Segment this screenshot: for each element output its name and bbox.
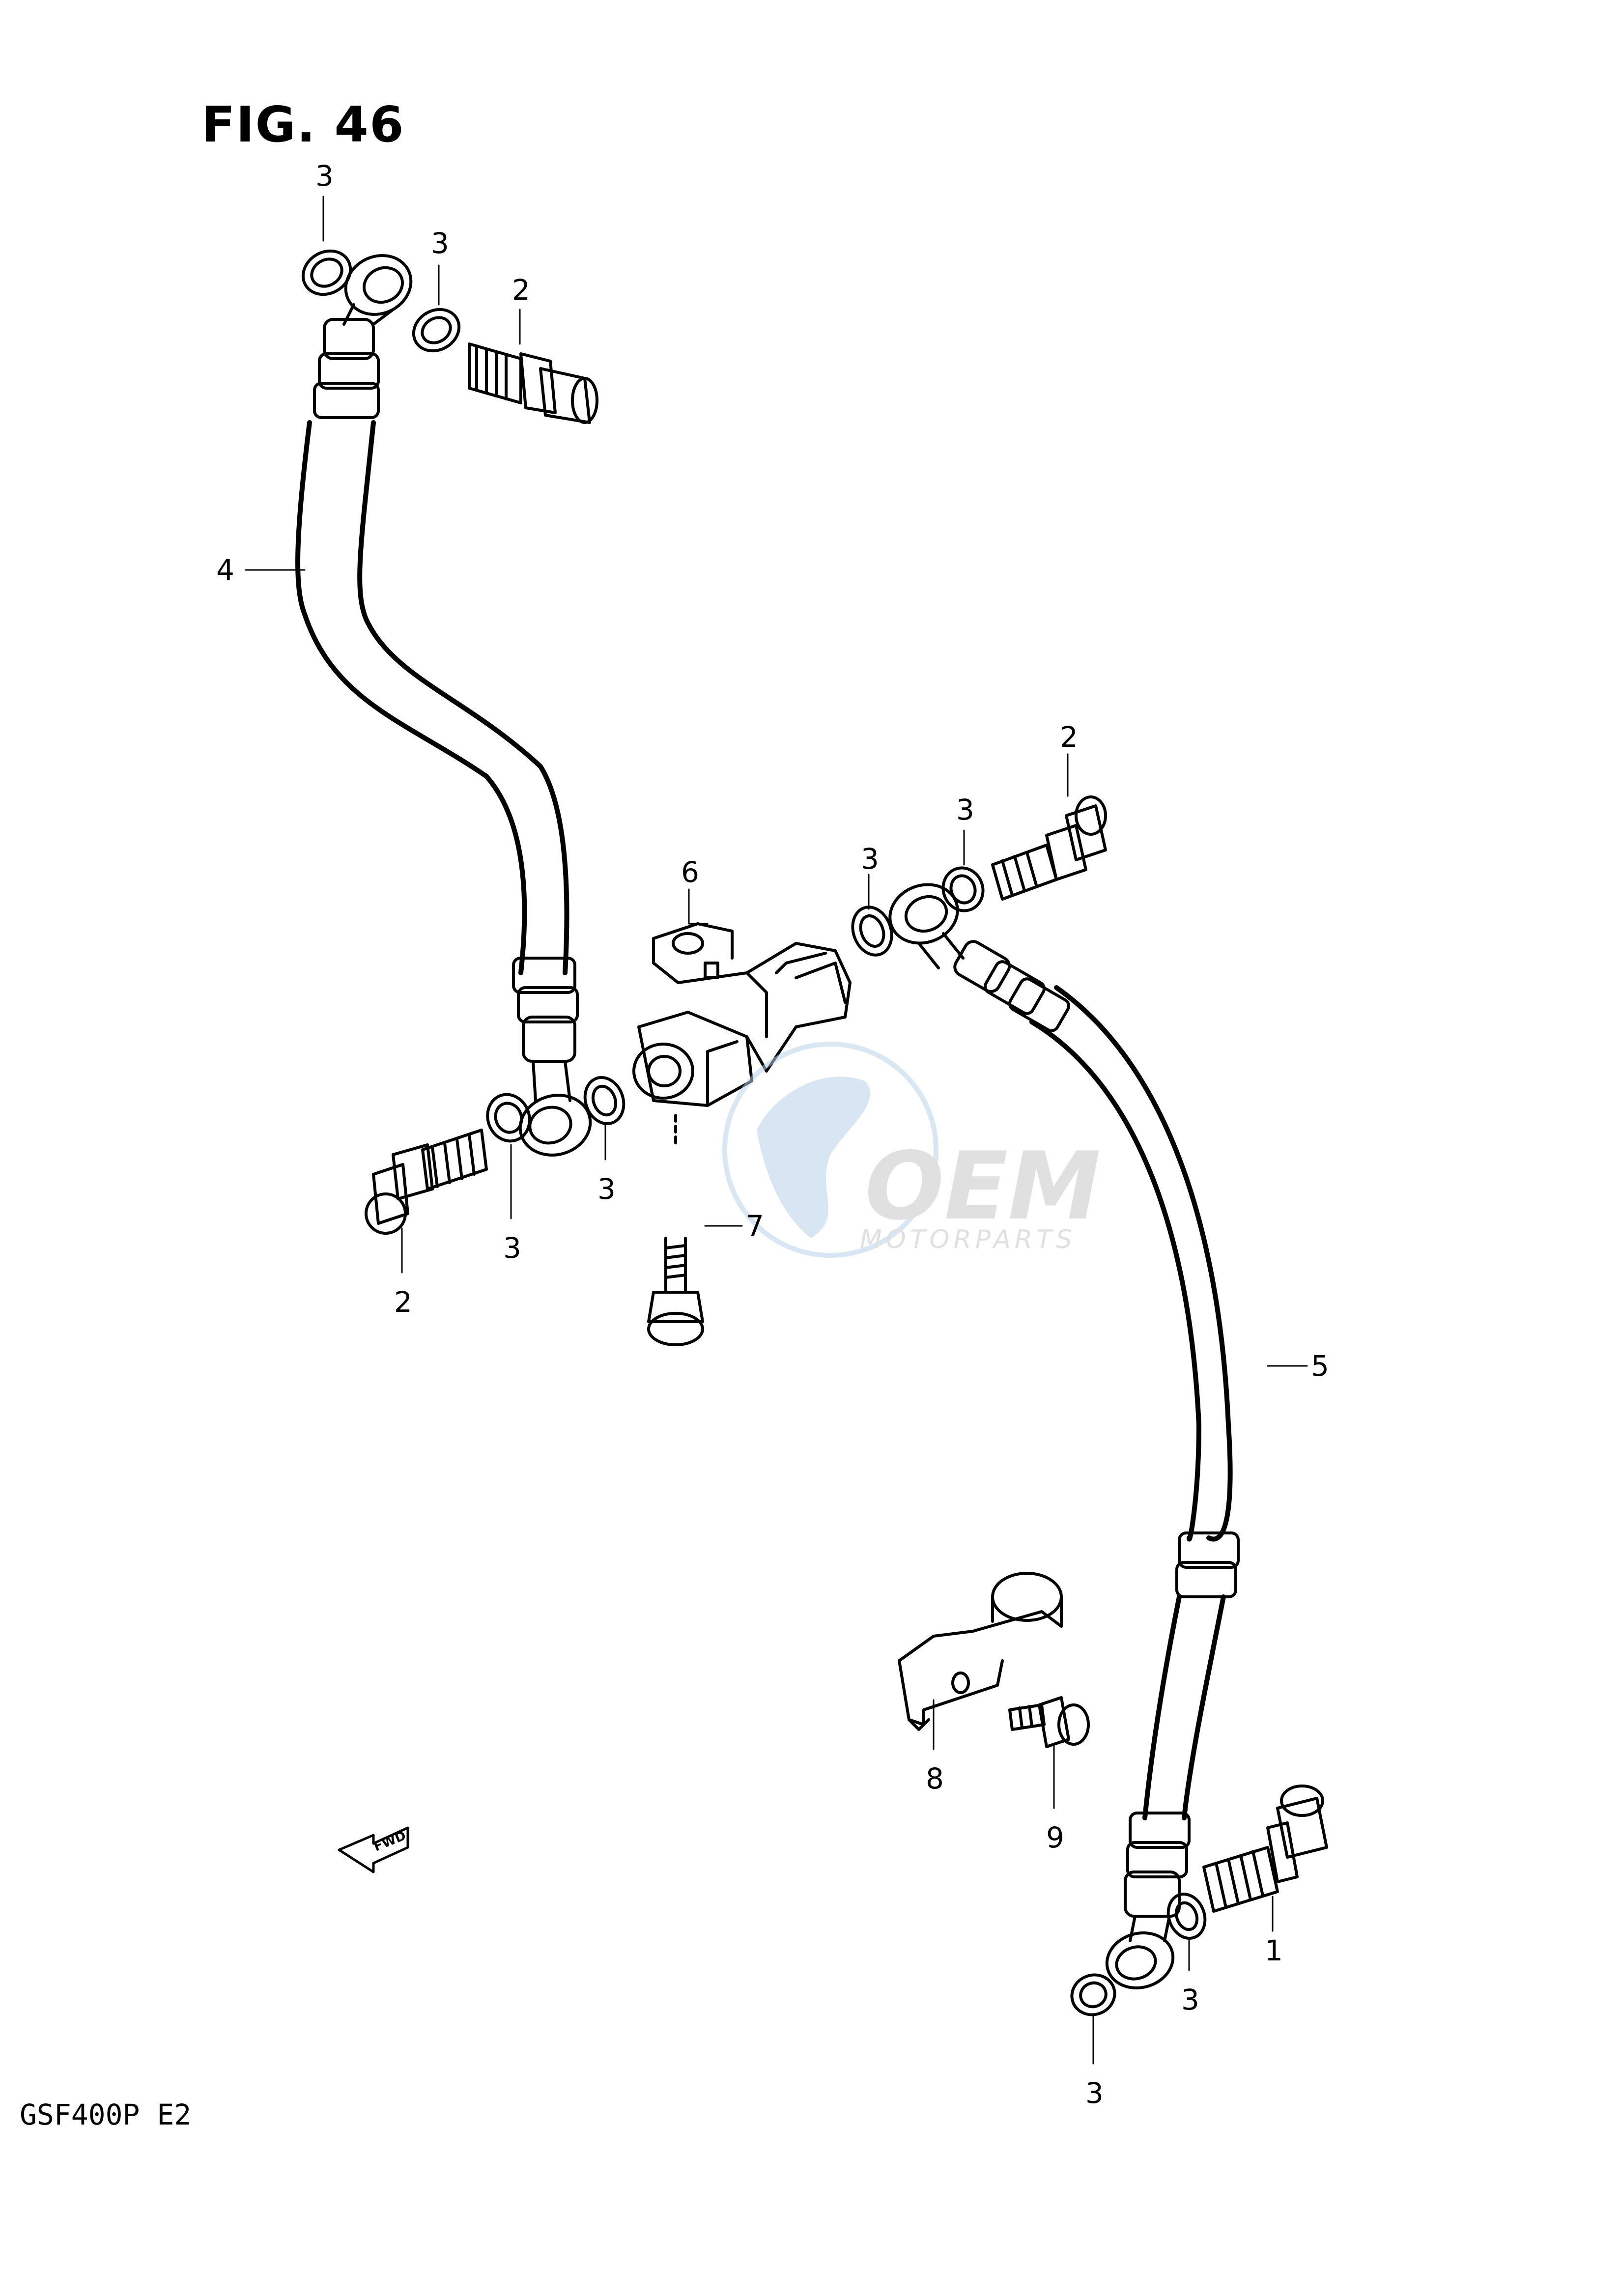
bolt-7 xyxy=(647,1114,704,1346)
model-code: GSF400P E2 xyxy=(20,2098,192,2131)
callout-leaders xyxy=(245,196,1308,2065)
callout-6: 6 xyxy=(681,855,699,889)
callout-4: 4 xyxy=(216,553,234,587)
callout-3: 3 xyxy=(597,1172,616,1206)
figure-title: FIG. 46 xyxy=(201,96,405,153)
brake-hose-5 xyxy=(888,883,1240,1989)
callout-1: 1 xyxy=(1265,1934,1283,1967)
oem-watermark: OEM MOTORPARTS xyxy=(722,1042,1101,1258)
callout-2: 2 xyxy=(1060,720,1078,754)
washer-mid-bottom xyxy=(486,1093,531,1143)
globe-icon xyxy=(722,1042,938,1258)
washer-joint-left xyxy=(583,1076,625,1125)
watermark-brand: OEM xyxy=(865,1132,1101,1241)
callout-labels: 3 3 2 4 6 2 3 3 3 3 2 7 5 8 9 1 3 3 xyxy=(216,159,1329,2110)
washer-bottom-right xyxy=(1166,1893,1207,1940)
washer-upper-left xyxy=(301,249,352,296)
callout-2: 2 xyxy=(394,1285,412,1319)
hose-clamp-8 xyxy=(898,1572,1063,1731)
callout-3: 3 xyxy=(861,842,879,876)
callout-2: 2 xyxy=(512,273,530,307)
banjo-bolt-2-upper xyxy=(468,342,598,424)
callout-5: 5 xyxy=(1311,1349,1329,1383)
callout-3: 3 xyxy=(956,793,974,826)
callout-3: 3 xyxy=(431,227,449,260)
callout-3: 3 xyxy=(1085,2076,1104,2110)
brake-hose-joint-6 xyxy=(632,922,852,1107)
callout-3: 3 xyxy=(315,159,334,193)
forward-arrow-icon xyxy=(338,1826,409,1873)
callout-3: 3 xyxy=(503,1231,521,1265)
banjo-bolt-2-right xyxy=(991,795,1107,901)
callout-9: 9 xyxy=(1046,1821,1064,1854)
brake-hose-4 xyxy=(295,254,592,1157)
washer-upper-mid xyxy=(412,308,461,353)
banjo-bolt-1 xyxy=(1202,1785,1328,1913)
callout-8: 8 xyxy=(926,1762,944,1795)
banjo-bolt-2-lower xyxy=(365,1129,488,1235)
washer-bottom-left xyxy=(1070,1973,1116,2016)
callout-3: 3 xyxy=(1181,1983,1199,2016)
watermark-subtitle: MOTORPARTS xyxy=(860,1225,1076,1254)
callout-7: 7 xyxy=(746,1209,764,1243)
bolt-9 xyxy=(1008,1696,1090,1748)
